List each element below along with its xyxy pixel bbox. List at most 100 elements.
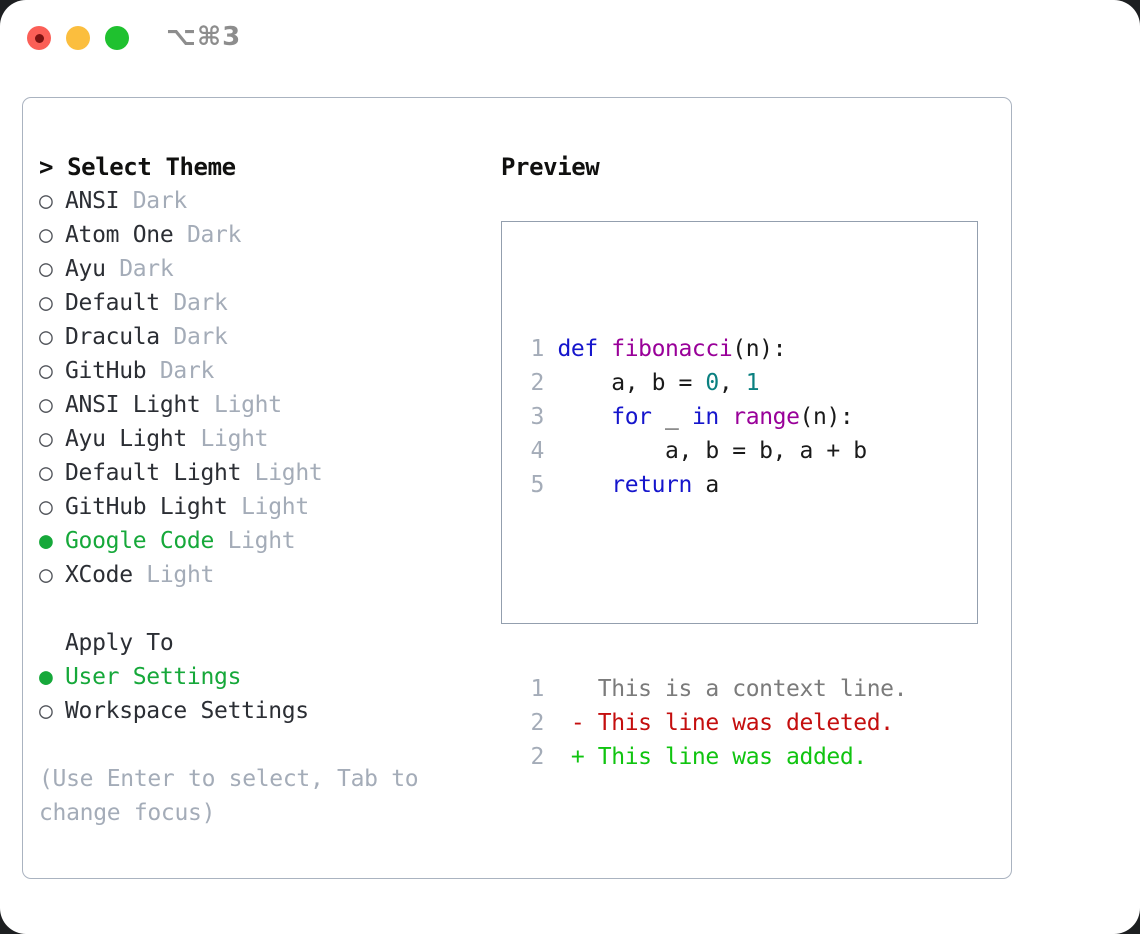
diff-line: 2 - This line was deleted. [518,706,907,740]
code-token-kw: return [611,472,692,498]
radio-unselected-icon: ○ [39,256,53,282]
line-number: 1 [530,676,545,702]
code-token-txt [557,404,611,430]
code-token-txt [557,472,611,498]
preview-title: Preview [501,153,600,181]
code-token-kw: in [691,404,719,430]
theme-option-label: GitHub Light [65,494,228,520]
code-token-num: 1 [745,370,760,396]
radio-unselected-icon: ○ [39,562,53,588]
line-number: 4 [530,438,545,464]
panel-columns: > Select Theme ○ANSI Dark○Atom One Dark○… [23,98,1011,878]
code-token-txt: a [691,472,719,498]
theme-option-github-light[interactable]: ○ GitHub Light Light [39,490,489,524]
code-token-ctx: This is a context line. [557,676,908,702]
radio-unselected-icon: ○ [39,392,53,418]
theme-option-kind: Light [214,528,296,554]
window-controls [27,26,129,50]
theme-option-kind: Dark [119,188,188,214]
theme-option-kind: Dark [159,290,228,316]
theme-option-label: Google Code [65,528,215,554]
prompt-caret-icon: > [39,153,68,181]
line-gutter-space [544,370,557,396]
line-gutter-space [544,404,557,430]
theme-option-kind: Light [132,562,215,588]
theme-option-label: GitHub [65,358,147,384]
line-number: 2 [530,744,545,770]
theme-option-kind: Light [227,494,309,520]
theme-picker-column: > Select Theme ○ANSI Dark○Atom One Dark○… [39,150,489,830]
code-token-txt [719,404,732,430]
theme-option-atom-one[interactable]: ○ Atom One Dark [39,218,489,252]
theme-option-kind: Light [241,460,323,486]
code-token-txt: _ [651,404,692,430]
code-token-fn: range [732,404,800,430]
code-token-kw: def [557,336,612,362]
diff-line: 2 + This line was added. [518,740,907,774]
theme-option-ayu-light[interactable]: ○Ayu Light Light [39,422,489,456]
theme-option-kind: Dark [159,324,228,350]
keyboard-hint: (Use Enter to select, Tab to change focu… [39,766,419,826]
theme-option-ansi[interactable]: ○ ANSI Dark [39,184,489,218]
apply-to-option-workspace-settings[interactable]: ○ Workspace Settings [39,694,489,728]
theme-option-label: Dracula [65,324,160,350]
code-token-txt: , [718,370,746,396]
keyboard-shortcut-label: ⌥⌘3 [166,22,242,52]
apply-to-option-user-settings[interactable]: ●User Settings [39,660,489,694]
radio-unselected-icon: ○ [39,460,53,486]
theme-option-label: XCode [65,562,133,588]
code-line: 3 for _ in range(n): [518,400,907,434]
radio-selected-icon: ● [39,528,53,554]
radio-unselected-icon: ○ [39,494,53,520]
line-number: 5 [530,472,545,498]
line-number: 1 [530,336,545,362]
apply-to-option-label: Workspace Settings [65,698,309,724]
diff-lines: 1 This is a context line. 2 - This line w… [518,672,908,774]
code-token-txt: (n): [732,336,787,362]
line-gutter-space [544,336,557,362]
radio-unselected-icon: ○ [39,188,53,214]
code-token-add: + This line was added. [557,744,867,770]
line-gutter-space [544,744,557,770]
theme-option-kind: Dark [173,222,242,248]
theme-option-xcode[interactable]: ○ XCode Light [39,558,489,592]
theme-option-label: Ayu [65,256,106,282]
line-gutter-space [544,710,557,736]
apply-to-title: Apply To [65,630,174,656]
theme-option-default[interactable]: ○Default Dark [39,286,489,320]
radio-unselected-icon: ○ [39,358,53,384]
apply-to-option-label: User Settings [65,664,242,690]
theme-option-label: Default Light [65,460,242,486]
line-number: 3 [530,404,545,430]
radio-unselected-icon: ○ [39,222,53,248]
code-token-del: - This line was deleted. [557,710,894,736]
theme-option-github[interactable]: ○GitHub Dark [39,354,489,388]
theme-option-google-code[interactable]: ● Google Code Light [39,524,489,558]
theme-option-label: Atom One [65,222,174,248]
code-token-txt: a, b = b, a + b [557,438,867,464]
theme-option-label: ANSI Light [65,392,201,418]
code-blank-line [518,570,907,604]
theme-option-label: ANSI [65,188,120,214]
code-line: 1 def fibonacci(n): [518,332,907,366]
radio-unselected-icon: ○ [39,426,53,452]
theme-option-ayu[interactable]: ○ Ayu Dark [39,252,489,286]
radio-unselected-icon: ○ [39,324,53,350]
theme-option-ansi-light[interactable]: ○ANSI Light Light [39,388,489,422]
line-number: 2 [530,710,545,736]
maximize-button-icon[interactable] [105,26,129,50]
section-spacer [39,592,489,626]
code-line: 4 a, b = b, a + b [518,434,907,468]
theme-option-kind: Light [186,426,269,452]
theme-option-default-light[interactable]: ○ Default Light Light [39,456,489,490]
code-token-txt: (n): [799,404,854,430]
theme-option-kind: Dark [105,256,174,282]
radio-unselected-icon: ○ [39,698,53,724]
theme-option-dracula[interactable]: ○ Dracula Dark [39,320,489,354]
close-button-icon[interactable] [27,26,51,50]
minimize-button-icon[interactable] [66,26,90,50]
theme-picker-title: Select Theme [67,153,236,181]
title-bar: ⌥⌘3 [0,0,1140,76]
